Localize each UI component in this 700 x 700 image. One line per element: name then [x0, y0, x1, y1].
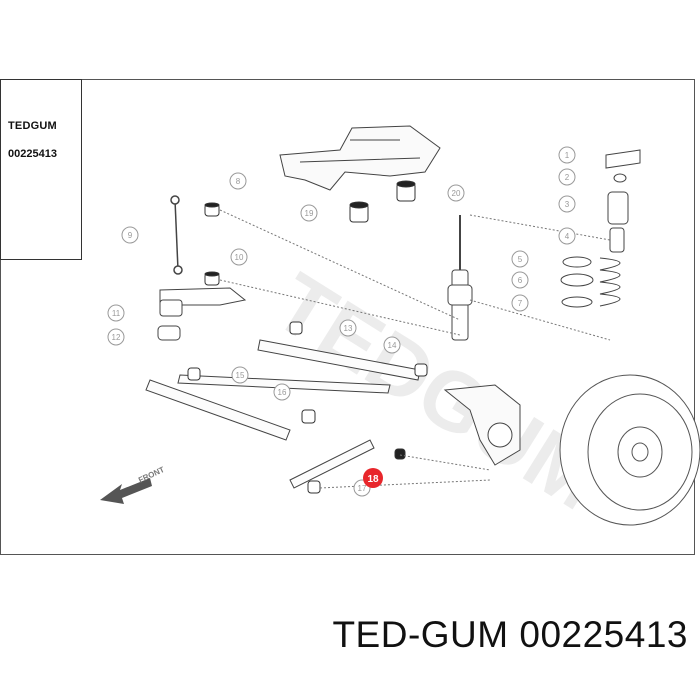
- callout-15: 15: [236, 371, 245, 380]
- wheel-hub: [559, 374, 700, 526]
- callout-11: 11: [112, 309, 121, 318]
- leader-lines: [219, 209, 611, 489]
- callout-20: 20: [452, 189, 461, 198]
- highlight-callout-number: 18: [367, 474, 379, 485]
- strut-mount-stack: [560, 149, 641, 308]
- subframe: [279, 125, 441, 191]
- callout-5: 5: [518, 255, 523, 264]
- callout-1: 1: [565, 151, 570, 160]
- suspension-arms: [145, 339, 421, 489]
- callout-6: 6: [518, 276, 523, 285]
- callout-labels: 8 10 9 11 12 13 14 15 16 17 19 20 1 2 3 …: [112, 151, 570, 493]
- front-label: FRONT: [137, 465, 166, 485]
- front-arrow: FRONT: [100, 465, 166, 504]
- subframe-bushings: [349, 180, 416, 223]
- part-info-box: [0, 79, 82, 260]
- stabilizer-link: [170, 195, 183, 275]
- stabilizer-bar: [157, 287, 247, 341]
- callout-14: 14: [388, 341, 397, 350]
- callout-13: 13: [344, 324, 353, 333]
- callout-7: 7: [518, 299, 523, 308]
- bushings-8-10: [204, 202, 220, 286]
- steering-knuckle: [443, 384, 521, 466]
- callout-4: 4: [565, 232, 570, 241]
- callout-10: 10: [235, 253, 244, 262]
- arm-bushings: [187, 321, 428, 494]
- shock-absorber: [447, 215, 473, 341]
- brand-name: TEDGUM: [8, 120, 57, 132]
- callout-8: 8: [236, 177, 241, 186]
- callout-3: 3: [565, 200, 570, 209]
- callout-16: 16: [278, 388, 287, 397]
- callout-9: 9: [128, 231, 133, 240]
- highlight-callout: 18: [363, 468, 383, 488]
- callout-17: 17: [358, 484, 367, 493]
- part-code: 00225413: [8, 148, 57, 160]
- callout-12: 12: [112, 333, 121, 342]
- callouts: [107, 146, 576, 497]
- footer-part-number: TED-GUM 00225413: [332, 614, 688, 655]
- callout-19: 19: [305, 209, 314, 218]
- callout-2: 2: [565, 173, 570, 182]
